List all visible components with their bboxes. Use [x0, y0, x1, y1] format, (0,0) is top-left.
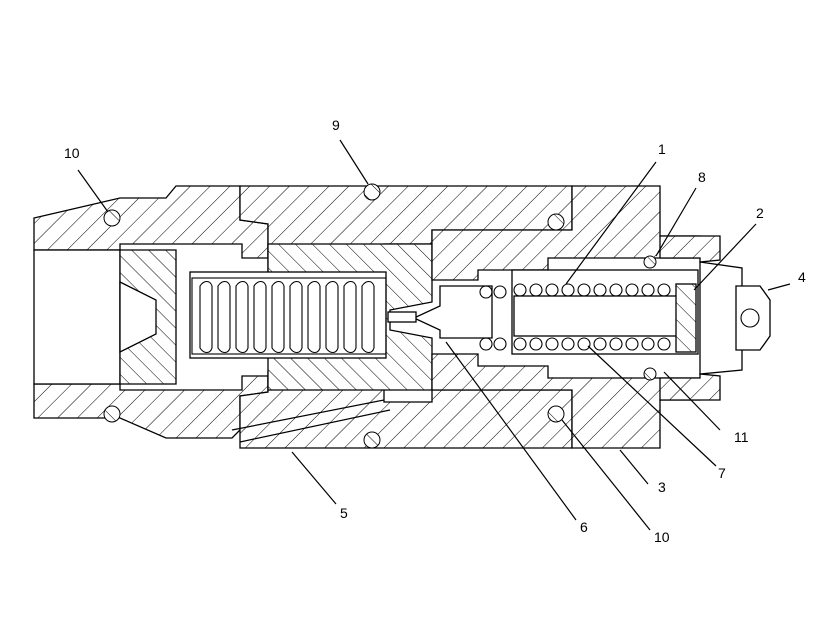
- end-fitting: [699, 261, 743, 375]
- callout-2: 2: [756, 205, 764, 221]
- drain-passage: [231, 399, 385, 431]
- inlet-bore: [33, 249, 121, 385]
- callout-1: 1: [658, 141, 666, 157]
- callout-11: 11: [734, 429, 749, 445]
- piston-end-cap: [675, 283, 697, 353]
- poppet-stem: [387, 311, 417, 323]
- leader-lines: [77, 139, 791, 531]
- drain-passage-2: [239, 409, 391, 443]
- callout-6: 6: [580, 519, 588, 535]
- end-port-icon: [740, 308, 760, 328]
- callout-10-bottom: 10: [654, 529, 670, 545]
- left-housing-lower: [33, 375, 269, 439]
- callout-9: 9: [332, 117, 340, 133]
- left-housing-upper: [33, 185, 269, 259]
- callout-4: 4: [798, 269, 806, 285]
- callout-8: 8: [698, 169, 706, 185]
- poppet: [412, 285, 493, 339]
- seat-cone: [119, 280, 157, 354]
- o-rings: [103, 183, 657, 449]
- pilot-piston: [513, 295, 679, 337]
- right-fitting-lower: [659, 373, 721, 401]
- main-spring: [191, 277, 387, 355]
- callout-10-top-left: 10: [64, 145, 80, 161]
- pilot-spring-coils: [479, 283, 671, 351]
- right-fitting: [659, 235, 721, 263]
- callout-5: 5: [340, 505, 348, 521]
- spring-chamber: [189, 271, 387, 359]
- callout-3: 3: [658, 479, 666, 495]
- callout-7: 7: [718, 465, 726, 481]
